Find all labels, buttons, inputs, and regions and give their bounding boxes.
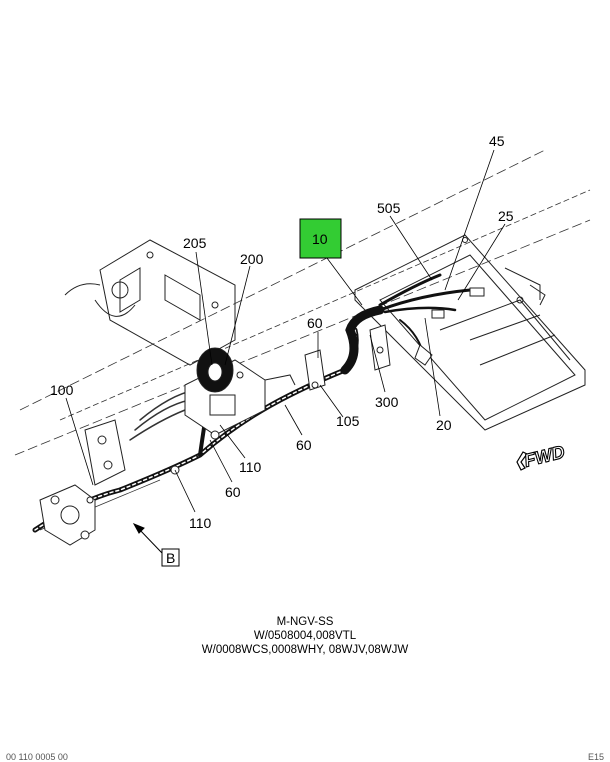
caption-line-2: W/0508004,008VTL: [253, 630, 357, 642]
callout-110-upper[interactable]: 110: [239, 459, 262, 475]
callout-45[interactable]: 45: [489, 133, 505, 149]
view-marker-label[interactable]: B: [166, 550, 175, 566]
view-marker-box: [161, 548, 180, 567]
callout-60-middle[interactable]: 60: [296, 437, 312, 453]
fwd-indicator: FWD: [516, 441, 567, 471]
caption-line-1: M-NGV-SS: [276, 616, 334, 628]
leader-lines: [65, 149, 506, 513]
switch-module: [170, 347, 296, 475]
callout-205[interactable]: 205: [183, 235, 207, 251]
harness-clips: [304, 287, 485, 391]
callout-labels: 10 45 505 25 205 200 60 100 300 105 60 1…: [50, 133, 514, 531]
crossmember-bracket: [64, 239, 236, 366]
view-arrow: [132, 523, 163, 554]
callout-200[interactable]: 200: [240, 251, 264, 267]
left-mount: [39, 419, 126, 546]
callout-60-upper[interactable]: 60: [307, 315, 323, 331]
caption-line-3: W/0008WCS,0008WHY, 08WJV,08WJW: [201, 644, 409, 656]
battery-box: [354, 234, 586, 431]
fwd-arrow-icon: [516, 451, 528, 471]
callout-60-lower[interactable]: 60: [225, 484, 241, 500]
callout-505[interactable]: 505: [377, 200, 401, 216]
callout-105[interactable]: 105: [336, 413, 360, 429]
callout-10[interactable]: 10: [312, 231, 328, 247]
footer-right-code: E15: [587, 752, 604, 762]
callout-20[interactable]: 20: [436, 417, 452, 433]
fwd-label: FWD: [522, 442, 567, 471]
callout-300[interactable]: 300: [375, 394, 399, 410]
callout-25[interactable]: 25: [498, 208, 514, 224]
callout-110-lower[interactable]: 110: [189, 515, 212, 531]
highlight-callout-box: [299, 218, 342, 259]
callout-100[interactable]: 100: [50, 382, 74, 398]
footer-left-code: 00 110 0005 00: [6, 752, 68, 762]
